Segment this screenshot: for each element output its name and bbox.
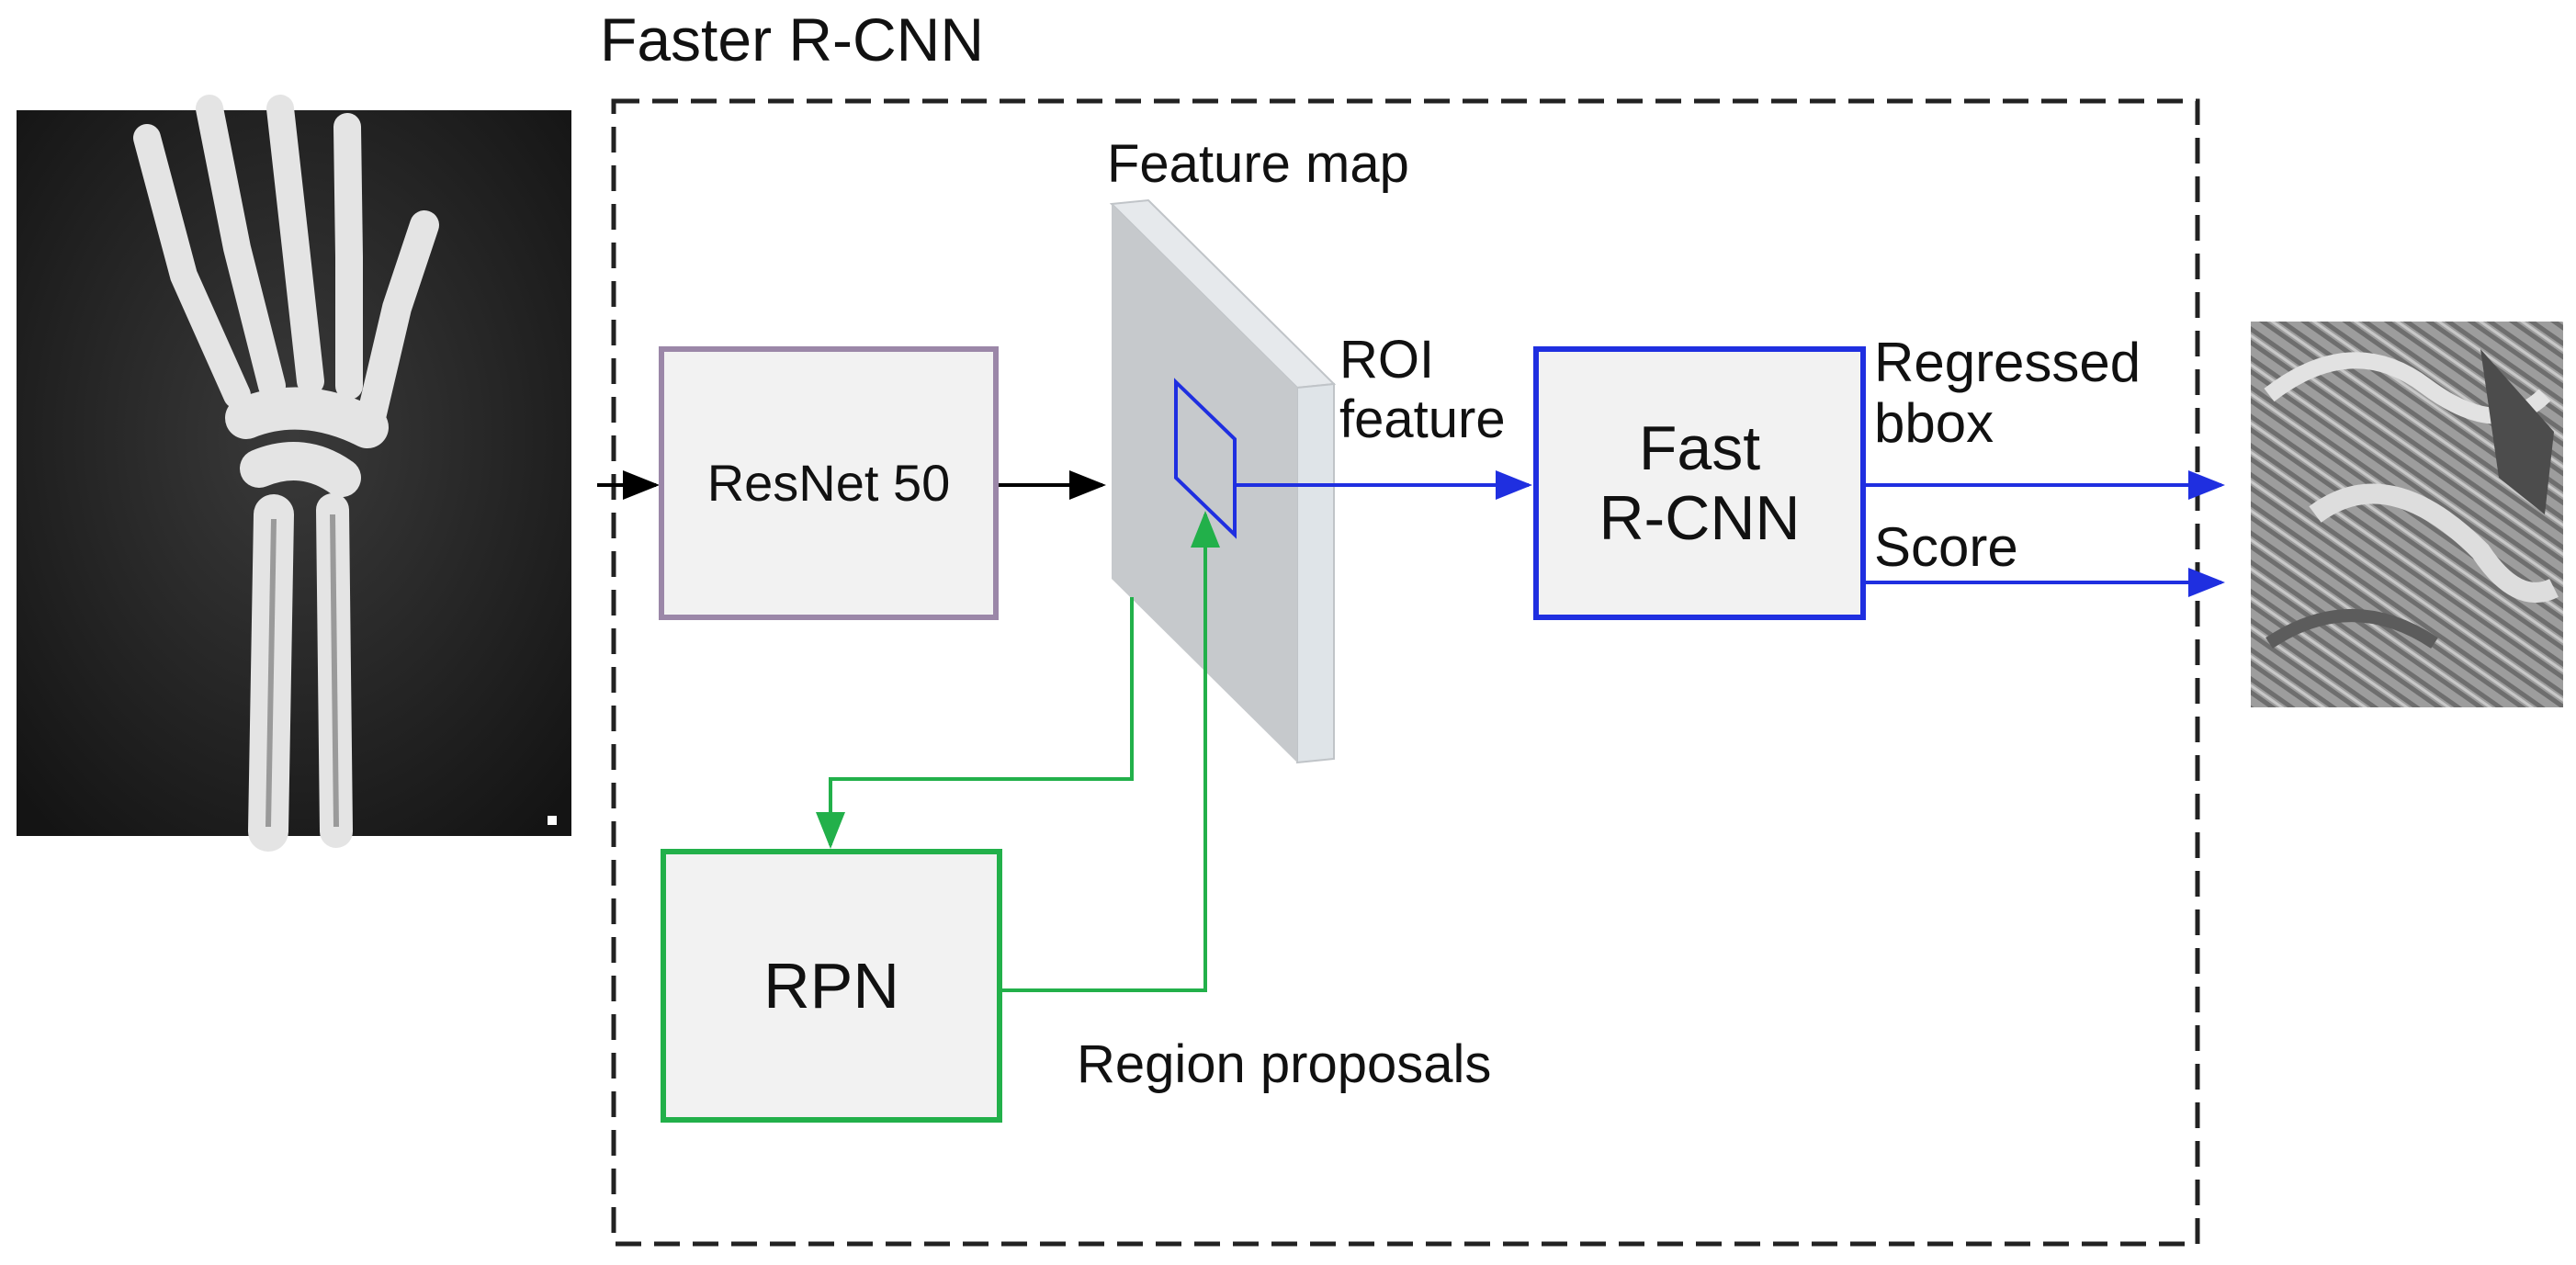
arrow-feature-map-to-rpn	[816, 597, 1134, 849]
feature-map-label: Feature map	[1107, 134, 1409, 194]
output-crop-image	[2251, 322, 2563, 707]
feature-map-slab	[1109, 198, 1337, 764]
diagram-title: Faster R-CNN	[600, 6, 985, 73]
input-xray-image	[17, 95, 571, 852]
rpn-label: RPN	[763, 949, 899, 1022]
regressed-bbox-label: Regressed bbox	[1874, 332, 2141, 454]
fast-rcnn-label: Fast R-CNN	[1599, 412, 1801, 553]
roi-region	[1174, 378, 1237, 539]
roi-feature-label: ROI feature	[1339, 330, 1506, 449]
score-label: Score	[1874, 516, 2018, 578]
faster-rcnn-frame	[611, 98, 2200, 1247]
arrow-rpn-to-feature-map	[1001, 511, 1220, 992]
rpn-box	[661, 849, 1002, 1123]
resnet-box	[659, 346, 999, 620]
region-proposals-label: Region proposals	[1077, 1034, 1492, 1094]
fast-rcnn-box	[1533, 346, 1866, 620]
resnet-label: ResNet 50	[706, 453, 951, 512]
